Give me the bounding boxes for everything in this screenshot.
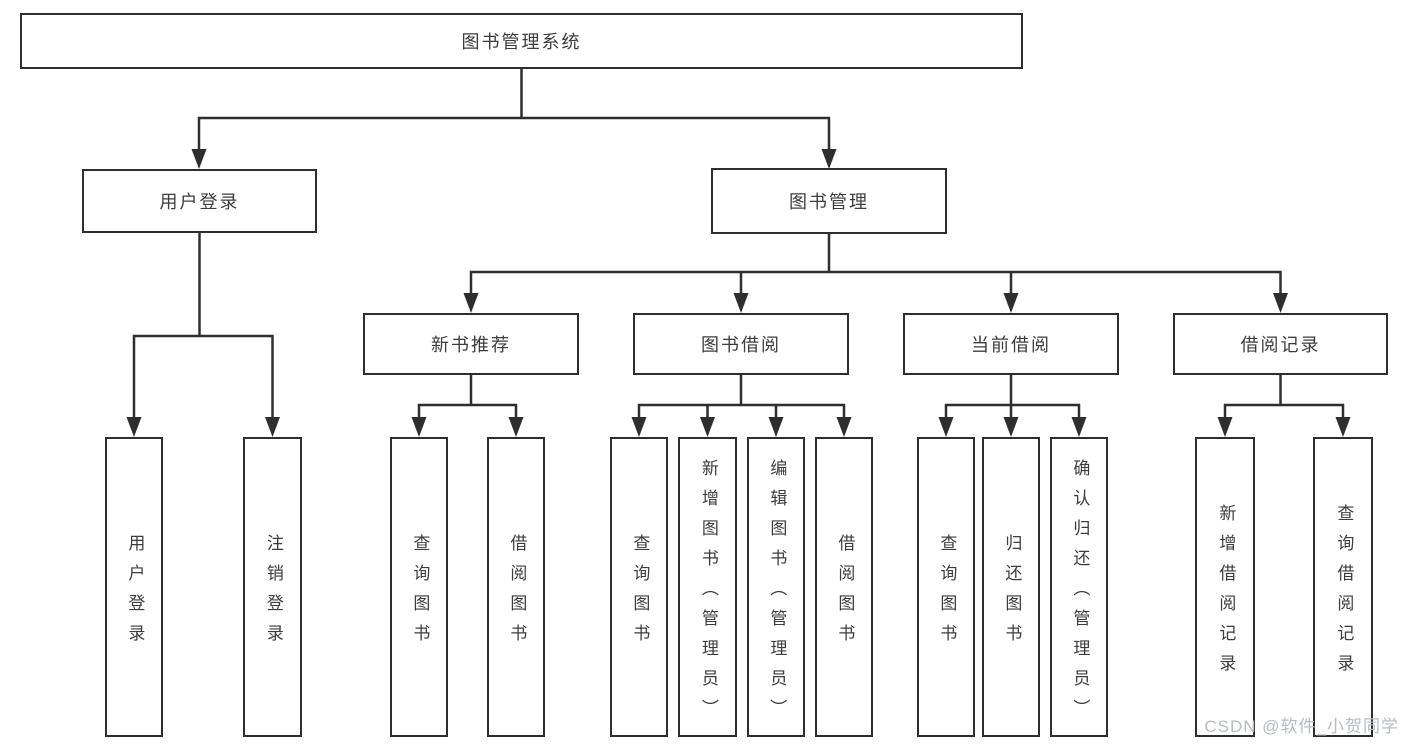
node-label-leaf-bb-edit: 编辑图书（管理员） bbox=[767, 458, 787, 729]
node-label-leaf-br-query: 查询借阅记录 bbox=[1334, 503, 1354, 684]
node-label-new-book-recommend: 新书推荐 bbox=[431, 335, 511, 355]
node-leaf-bb-query: 查询图书 bbox=[610, 437, 668, 737]
node-label-leaf-cb-confirm: 确认归还（管理员） bbox=[1070, 458, 1090, 729]
arrowhead-icon bbox=[265, 417, 280, 437]
node-leaf-bb-edit: 编辑图书（管理员） bbox=[747, 437, 805, 737]
node-label-leaf-logout: 注销登录 bbox=[263, 533, 283, 654]
node-leaf-cb-query: 查询图书 bbox=[917, 437, 975, 737]
arrowhead-icon bbox=[733, 293, 749, 313]
node-label-borrowing-records: 借阅记录 bbox=[1240, 335, 1321, 355]
node-label-leaf-bb-borrow: 借阅图书 bbox=[835, 533, 855, 654]
arrowhead-icon bbox=[1003, 417, 1019, 437]
node-leaf-br-add: 新增借阅记录 bbox=[1195, 437, 1255, 737]
node-leaf-nb-borrow: 借阅图书 bbox=[487, 437, 545, 737]
node-label-leaf-cb-return: 归还图书 bbox=[1002, 533, 1022, 654]
arrowhead-icon bbox=[938, 417, 954, 437]
node-label-root: 图书管理系统 bbox=[461, 32, 582, 52]
node-label-leaf-bb-query: 查询图书 bbox=[630, 533, 650, 654]
node-leaf-bb-add: 新增图书（管理员） bbox=[678, 437, 737, 737]
node-label-book-borrowing: 图书借阅 bbox=[701, 335, 781, 355]
arrowhead-icon bbox=[411, 417, 427, 437]
node-label-leaf-cb-query: 查询图书 bbox=[937, 533, 957, 654]
watermark: CSDN @软件_小贺同学 bbox=[1204, 717, 1399, 736]
node-leaf-logout: 注销登录 bbox=[243, 437, 302, 737]
node-leaf-cb-return: 归还图书 bbox=[982, 437, 1040, 737]
node-current-borrowing: 当前借阅 bbox=[903, 313, 1119, 375]
arrowhead-icon bbox=[1273, 293, 1288, 313]
node-label-leaf-nb-borrow: 借阅图书 bbox=[507, 533, 527, 654]
node-book-management: 图书管理 bbox=[711, 168, 947, 234]
arrowhead-icon bbox=[1335, 417, 1351, 437]
arrowhead-icon bbox=[836, 417, 852, 437]
arrowhead-icon bbox=[1071, 417, 1087, 437]
node-label-user-login: 用户登录 bbox=[159, 192, 240, 212]
node-label-leaf-bb-add: 新增图书（管理员） bbox=[698, 458, 718, 729]
arrowhead-icon bbox=[768, 417, 784, 437]
node-user-login: 用户登录 bbox=[82, 169, 317, 233]
node-leaf-cb-confirm: 确认归还（管理员） bbox=[1050, 437, 1108, 737]
node-leaf-user-login: 用户登录 bbox=[105, 437, 163, 737]
node-label-current-borrowing: 当前借阅 bbox=[971, 335, 1051, 355]
arrowhead-icon bbox=[126, 417, 142, 437]
node-borrowing-records: 借阅记录 bbox=[1173, 313, 1388, 375]
arrowhead-icon bbox=[1217, 417, 1233, 437]
node-root: 图书管理系统 bbox=[20, 13, 1023, 69]
arrowhead-icon bbox=[463, 293, 479, 313]
arrowhead-icon bbox=[1003, 293, 1019, 313]
node-label-leaf-nb-query: 查询图书 bbox=[410, 533, 430, 654]
arrowhead-icon bbox=[631, 417, 647, 437]
node-leaf-br-query: 查询借阅记录 bbox=[1313, 437, 1373, 737]
arrowhead-icon bbox=[191, 149, 207, 169]
node-label-book-management: 图书管理 bbox=[789, 192, 869, 212]
arrowhead-icon bbox=[508, 417, 524, 437]
arrowhead-icon bbox=[700, 417, 715, 437]
node-leaf-bb-borrow: 借阅图书 bbox=[815, 437, 873, 737]
node-new-book-recommend: 新书推荐 bbox=[363, 313, 579, 375]
node-label-leaf-br-add: 新增借阅记录 bbox=[1216, 503, 1236, 684]
arrowhead-icon bbox=[821, 149, 837, 169]
node-book-borrowing: 图书借阅 bbox=[633, 313, 849, 375]
node-label-leaf-user-login: 用户登录 bbox=[125, 533, 145, 654]
node-leaf-nb-query: 查询图书 bbox=[390, 437, 448, 737]
